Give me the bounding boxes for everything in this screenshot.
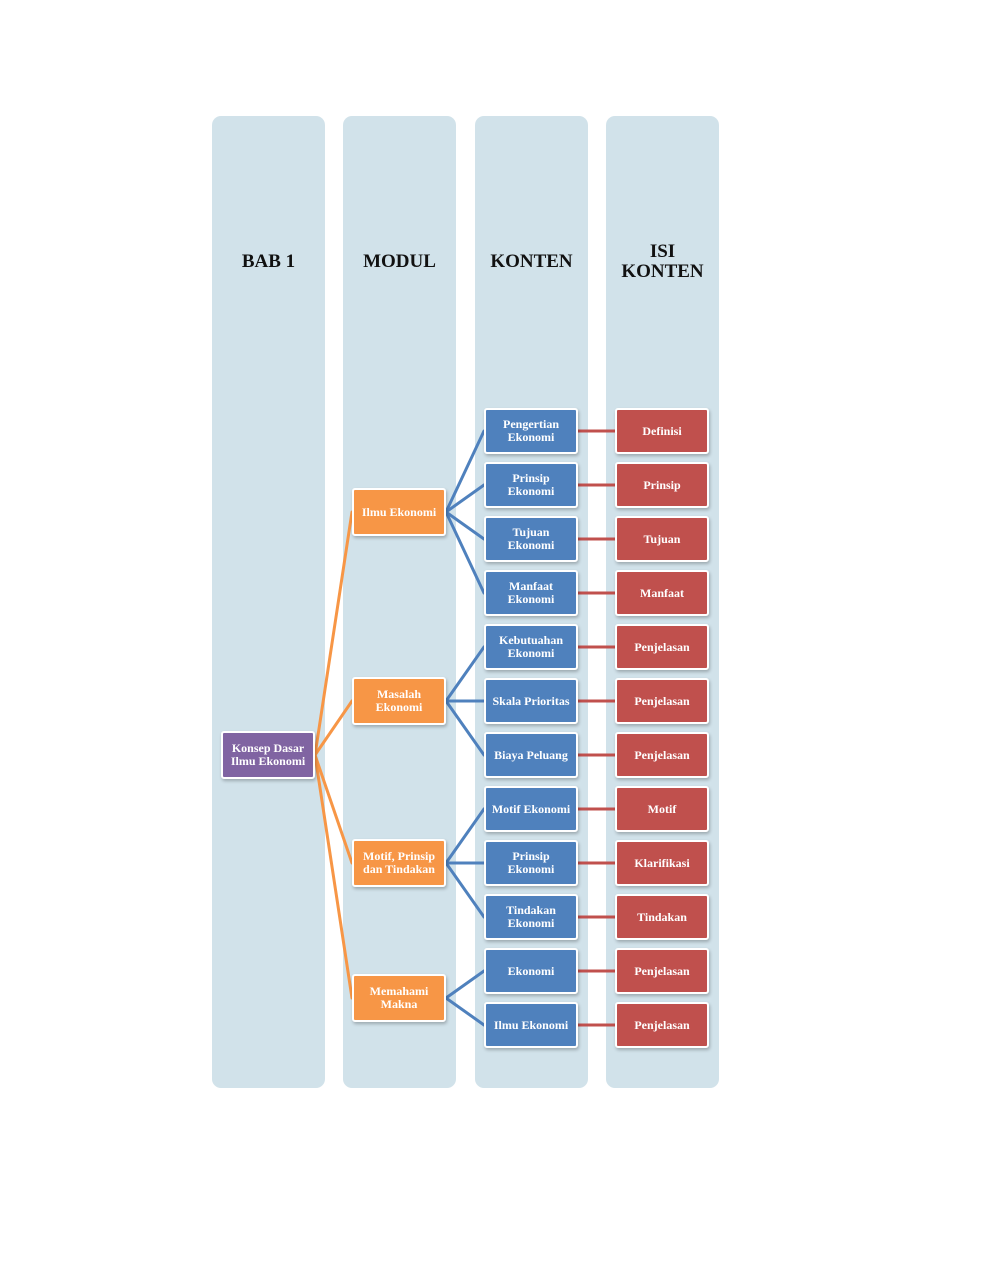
connector-line: [444, 861, 486, 919]
header-isi-konten: ISI KONTEN: [606, 242, 719, 282]
isi-konten-node: Penjelasan: [615, 1002, 709, 1048]
connector-line: [444, 483, 486, 514]
module-node: Masalah Ekonomi: [352, 677, 446, 725]
connector-line: [313, 699, 354, 757]
connector-line: [444, 429, 486, 514]
konten-node: Manfaat Ekonomi: [484, 570, 578, 616]
header-konten: KONTEN: [490, 251, 573, 272]
module-node: Memahami Makna: [352, 974, 446, 1022]
konten-node: Motif Ekonomi: [484, 786, 578, 832]
konten-node: Ekonomi: [484, 948, 578, 994]
header-isi-line1: ISI: [649, 241, 676, 262]
root-node: Konsep Dasar Ilmu Ekonomi: [221, 731, 315, 779]
konten-node: Skala Prioritas: [484, 678, 578, 724]
column-modul: [343, 116, 456, 1088]
isi-konten-node: Penjelasan: [615, 624, 709, 670]
isi-konten-node: Klarifikasi: [615, 840, 709, 886]
connector-line: [313, 510, 354, 757]
isi-konten-node: Motif: [615, 786, 709, 832]
konten-node: Ilmu Ekonomi: [484, 1002, 578, 1048]
isi-konten-node: Penjelasan: [615, 948, 709, 994]
connector-line: [444, 699, 486, 757]
connector-line: [444, 510, 486, 541]
module-node: Motif, Prinsip dan Tindakan: [352, 839, 446, 887]
isi-konten-node: Tujuan: [615, 516, 709, 562]
isi-konten-node: Tindakan: [615, 894, 709, 940]
isi-konten-node: Definisi: [615, 408, 709, 454]
header-isi-line2: KONTEN: [621, 261, 704, 282]
connector-line: [444, 969, 486, 1000]
module-node: Ilmu Ekonomi: [352, 488, 446, 536]
konten-node: Tujuan Ekonomi: [484, 516, 578, 562]
header-bab: BAB 1: [241, 251, 296, 272]
isi-konten-node: Penjelasan: [615, 732, 709, 778]
connector-line: [313, 753, 354, 1000]
konten-node: Prinsip Ekonomi: [484, 462, 578, 508]
konten-node: Pengertian Ekonomi: [484, 408, 578, 454]
header-modul: MODUL: [363, 251, 436, 272]
konten-node: Tindakan Ekonomi: [484, 894, 578, 940]
konten-node: Prinsip Ekonomi: [484, 840, 578, 886]
isi-konten-node: Prinsip: [615, 462, 709, 508]
connector-line: [444, 510, 486, 595]
konten-node: Kebutuahan Ekonomi: [484, 624, 578, 670]
column-bab: [212, 116, 325, 1088]
isi-konten-node: Manfaat: [615, 570, 709, 616]
isi-konten-node: Penjelasan: [615, 678, 709, 724]
connector-line: [444, 807, 486, 865]
connector-line: [313, 753, 354, 865]
connector-line: [444, 645, 486, 703]
konten-node: Biaya Peluang: [484, 732, 578, 778]
connector-line: [444, 996, 486, 1027]
